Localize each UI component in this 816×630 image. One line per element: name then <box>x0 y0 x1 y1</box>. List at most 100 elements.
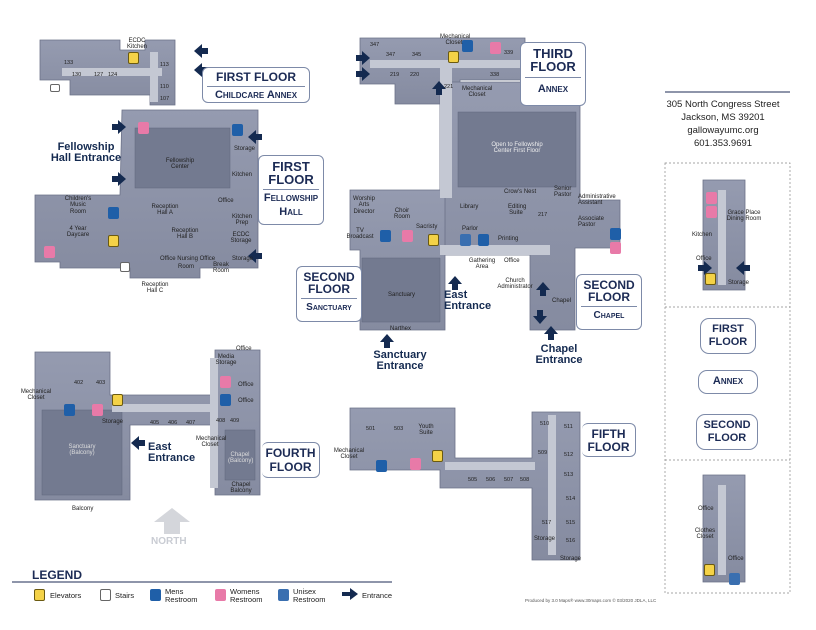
room-label: 501 <box>366 426 376 432</box>
room-label: Mechanical Closet <box>196 436 227 449</box>
unisex-restroom-icon <box>729 573 740 585</box>
sanctuary-room <box>361 257 441 323</box>
room-label: Mechanical Closet <box>440 34 471 47</box>
corridor-5f-v <box>548 415 556 555</box>
womens-restroom-icon <box>92 404 103 416</box>
room-label: 505 <box>468 477 478 483</box>
east-entrance-second-label: East Entrance <box>444 289 492 312</box>
entrance-arrow <box>736 261 750 275</box>
room-label: 4 Year Daycare <box>66 226 90 239</box>
room-label: 347 <box>386 52 396 58</box>
room-label: 511 <box>564 424 573 430</box>
elevator-icon <box>705 273 716 285</box>
room-label: Choir Room <box>393 208 410 221</box>
elevator-icon <box>128 52 139 64</box>
room-label: Library <box>460 204 479 210</box>
elevator-icon <box>448 51 459 63</box>
fellowship-hall-entrance-label: Fellowship Hall Entrance <box>50 141 122 164</box>
key-first-floor: FIRST FLOOR <box>700 318 756 354</box>
entrance-arrow <box>448 276 462 290</box>
entrance-arrow <box>698 261 712 275</box>
entrance-arrow <box>533 310 547 324</box>
room-label: 512 <box>564 452 574 458</box>
room-label: 220 <box>410 72 420 78</box>
stairs-icon <box>100 589 111 601</box>
mens-restroom-icon <box>610 228 621 240</box>
fifth-floor-label: FIFTH FLOOR <box>582 423 636 457</box>
room-label: Reception Hall A <box>151 204 179 217</box>
room-label: Children's Music Room <box>64 196 92 215</box>
legend-unisex: Unisex Restroom <box>293 587 326 604</box>
room-label: Kitchen Prep <box>231 214 252 227</box>
room-label: Reception Hall C <box>141 282 169 295</box>
womens-restroom-icon <box>402 230 413 242</box>
room-label: Clothes Closet <box>694 528 716 541</box>
womens-restroom-icon <box>706 192 717 204</box>
first-floor-hall-label: FIRST FLOOR Fellowship Hall <box>258 155 324 225</box>
corridor-annex <box>62 68 162 76</box>
entrance-arrow <box>544 326 558 340</box>
womens-restroom-icon <box>410 458 421 470</box>
room-label: ECDC Kitchen <box>126 38 147 51</box>
womens-restroom-icon <box>220 376 231 388</box>
womens-restroom-icon <box>44 246 55 258</box>
entrance-arrow <box>194 63 208 77</box>
room-label: Office <box>218 198 234 204</box>
room-label: Sanctuary <box>388 292 416 298</box>
room-label: 409 <box>230 418 240 424</box>
mens-restroom-icon <box>380 230 391 242</box>
elevator-icon <box>108 235 119 247</box>
open-to-fellowship-room <box>457 111 577 188</box>
entrance-arrow <box>248 130 262 144</box>
room-label: 339 <box>504 50 514 56</box>
room-label: Storage <box>234 146 256 152</box>
entrance-arrow <box>112 120 126 134</box>
legend-title: LEGEND <box>32 568 83 582</box>
room-label: TV Broadcast <box>346 228 374 241</box>
north-arrow <box>154 508 190 534</box>
room-label: Sacristy <box>416 224 438 230</box>
elevator-icon <box>432 450 443 462</box>
room-label: Narthex <box>390 326 412 332</box>
room-label: Crow's Nest <box>504 189 537 195</box>
entrance-arrow <box>112 172 126 186</box>
address-block: 305 North Congress Street Jackson, MS 39… <box>660 98 786 150</box>
room-label: 514 <box>566 496 576 502</box>
room-label: Senior Pastor <box>554 186 572 199</box>
legend-entrance-arrow <box>342 588 358 600</box>
stairs-icon <box>50 84 60 92</box>
room-label: Storage <box>232 256 254 262</box>
room-label: Office <box>504 258 520 264</box>
room-label: Kitchen <box>692 232 713 238</box>
room-label: Parlor <box>462 226 479 232</box>
room-label: 221 <box>444 84 454 90</box>
room-label: Office <box>728 556 744 562</box>
address-phone: 601.353.9691 <box>693 138 753 149</box>
room-label: Mechanical Closet <box>462 86 493 99</box>
floor-key-frame <box>664 162 791 594</box>
room-label: 406 <box>168 420 178 426</box>
room-label: Office <box>238 398 254 404</box>
room-label: Grace Place Dining Room <box>726 210 762 223</box>
entrance-arrow <box>432 81 446 95</box>
mens-restroom-icon <box>232 124 243 136</box>
room-label: Mechanical Closet <box>333 448 365 461</box>
mens-restroom-icon <box>108 207 119 219</box>
room-label: 403 <box>96 380 106 386</box>
room-label: Printing <box>498 236 519 242</box>
room-label: 517 <box>542 520 552 526</box>
room-label: Office <box>696 256 712 262</box>
room-label: Break Room <box>212 262 229 275</box>
chapel-balcony-room <box>224 429 256 481</box>
mens-restroom-icon <box>462 40 473 52</box>
room-label: 127 <box>94 72 104 78</box>
east-entrance-fourth-label: East Entrance <box>148 441 196 464</box>
corridor-4f-v <box>210 358 218 488</box>
room-label: Balcony <box>72 506 94 512</box>
corridor-3f-v <box>440 68 452 198</box>
room-label: 506 <box>486 477 496 483</box>
legend-elevators: Elevators <box>50 591 82 600</box>
entrance-arrow <box>194 44 208 58</box>
room-label: 110 <box>160 84 169 90</box>
key-annex: Annex <box>698 370 758 394</box>
